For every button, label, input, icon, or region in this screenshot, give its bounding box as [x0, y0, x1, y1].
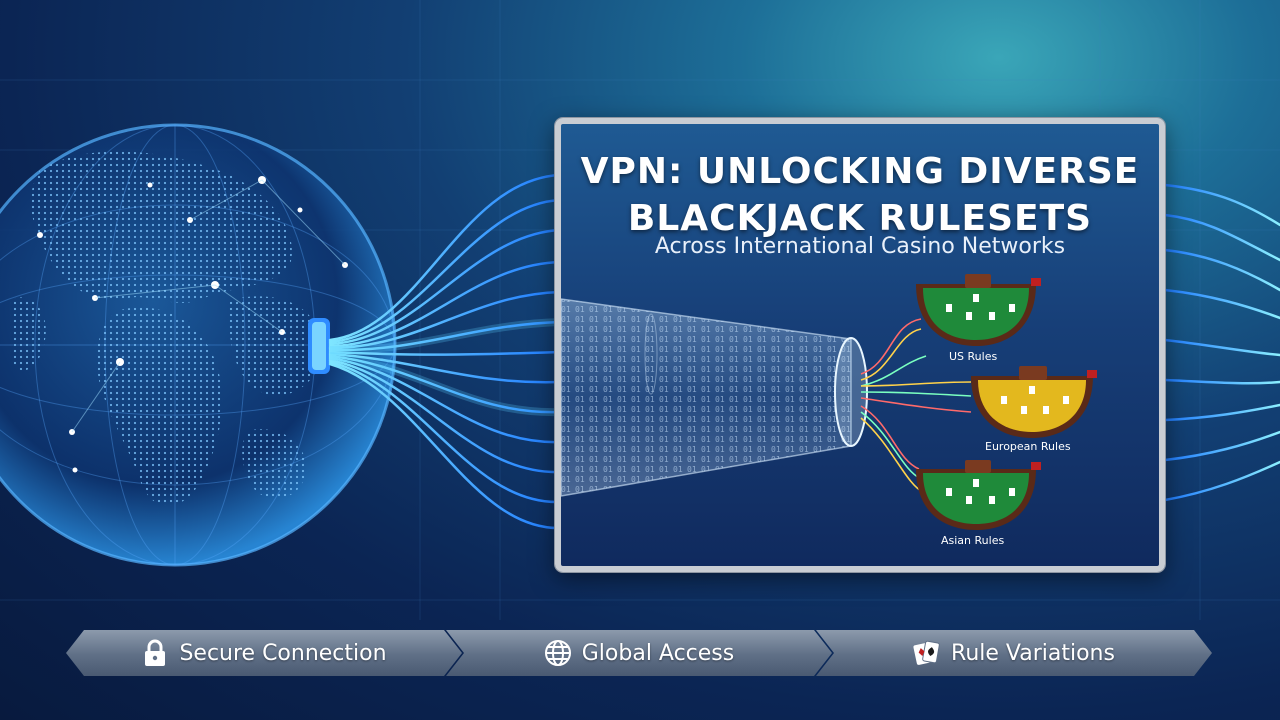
european-rules-label: European Rules [985, 440, 1071, 453]
feature-label: Rule Variations [951, 640, 1115, 666]
us-rules-table [916, 274, 1041, 346]
lock-icon [145, 639, 166, 666]
feature-label: Secure Connection [179, 640, 387, 666]
fiber-glow-left [329, 318, 561, 417]
feature-rule-variations: Rule Variations [816, 630, 1212, 676]
playing-cards-icon [913, 640, 940, 665]
globe-icon [544, 640, 571, 666]
european-rules-table [971, 366, 1097, 438]
data-tunnel [561, 298, 868, 497]
title-line-1: VPN: UNLOCKING DIVERSE [580, 151, 1140, 192]
us-rules-label: US Rules [949, 350, 998, 363]
world-globe [0, 123, 397, 567]
page-subtitle: Across International Casino Networks [654, 234, 1066, 259]
panel-illustration: 01 [561, 274, 1097, 530]
fiber-streams-left [328, 173, 562, 530]
title-line-2: BLACKJACK RULESETS [627, 198, 1093, 239]
connection-lines [860, 318, 972, 493]
feature-secure-connection: Secure Connection [66, 630, 462, 676]
feature-label: Global Access [581, 640, 735, 666]
fiber-streams-right [1163, 183, 1280, 502]
feature-banner: Secure Connection Global Access [0, 630, 1280, 676]
page-title: VPN: UNLOCKING DIVERSE BLACKJACK RULESET… [561, 148, 1159, 242]
asian-rules-table [916, 460, 1041, 530]
feature-global-access: Global Access [446, 630, 832, 676]
headline-panel: 01 [555, 118, 1165, 572]
asian-rules-label: Asian Rules [941, 534, 1005, 547]
